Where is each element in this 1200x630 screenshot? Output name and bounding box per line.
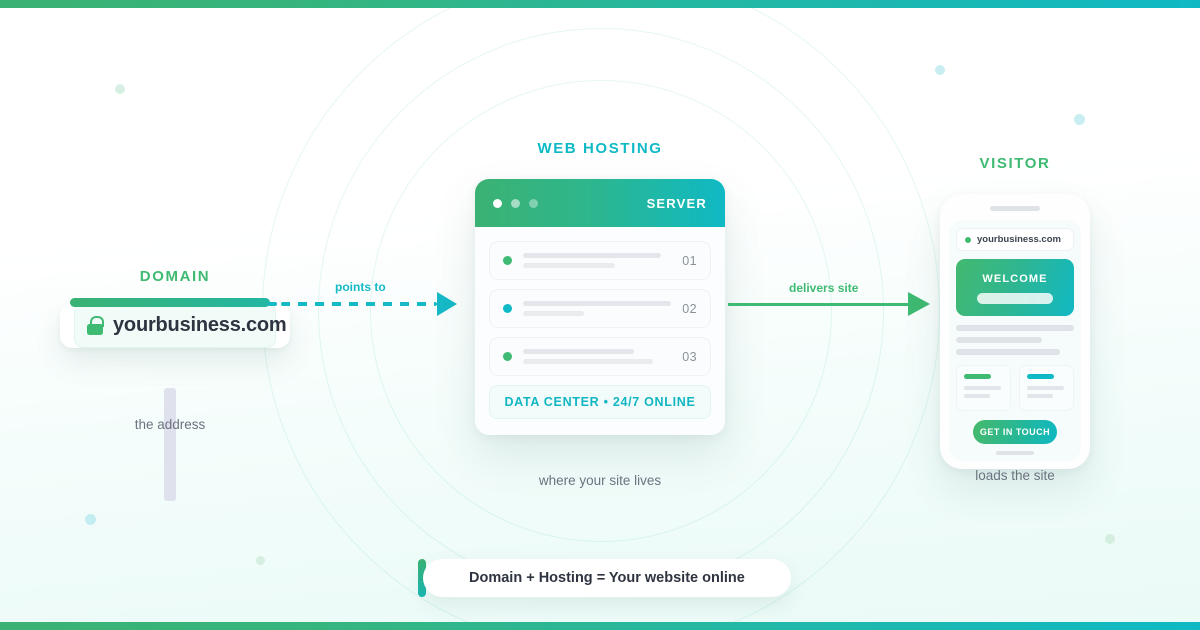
row-number: 02	[682, 301, 697, 316]
hosting-caption: where your site lives	[538, 473, 662, 488]
points-to-arrowhead	[437, 292, 457, 316]
feature-card[interactable]	[1019, 365, 1074, 411]
banner-accent-bar	[418, 559, 426, 597]
phone-screen: yourbusiness.com WELCOME	[949, 220, 1081, 461]
row-number: 03	[682, 349, 697, 364]
visitor-kicker: VISITOR	[979, 155, 1051, 172]
feature-card-row	[956, 365, 1074, 411]
signpost-pole	[164, 388, 176, 501]
server-window-title: SERVER	[646, 195, 707, 211]
phone-speaker-icon	[990, 206, 1040, 211]
points-to-label: points to	[335, 280, 386, 294]
domain-sign-card: yourbusiness.com	[60, 298, 290, 348]
row-placeholder-bars	[523, 253, 671, 268]
hero-placeholder-pill	[976, 293, 1054, 304]
domain-address-field[interactable]: yourbusiness.com	[74, 303, 287, 348]
hosting-kicker: WEB HOSTING	[537, 140, 663, 157]
server-window-titlebar: SERVER	[475, 179, 725, 227]
domain-group: DOMAIN yourbusiness.com	[60, 268, 290, 366]
decor-dot-1	[115, 84, 125, 94]
lock-icon	[87, 316, 104, 335]
status-dot-icon	[503, 352, 512, 361]
text-placeholder-line	[956, 325, 1074, 331]
domain-sign-top-accent	[70, 298, 270, 307]
phone-home-indicator	[996, 451, 1034, 455]
summary-banner: Domain + Hosting = Your website online	[418, 559, 791, 597]
text-placeholder-line	[956, 349, 1060, 355]
points-to-line-cap	[268, 302, 277, 306]
light-dot-3-icon	[529, 198, 538, 208]
row-placeholder-bars	[523, 301, 672, 316]
decor-dot-3	[1074, 114, 1085, 125]
traffic-lights	[493, 198, 538, 208]
table-row[interactable]: 01	[489, 241, 711, 280]
text-placeholder-line	[956, 337, 1043, 343]
domain-kicker: DOMAIN	[139, 268, 211, 285]
domain-name-text: yourbusiness.com	[113, 314, 287, 336]
table-row[interactable]: 03	[489, 337, 711, 376]
delivers-site-arrowhead	[908, 292, 930, 316]
phone-mockup: yourbusiness.com WELCOME	[940, 194, 1090, 469]
decor-dot-2	[935, 65, 945, 75]
points-to-dotted-line	[281, 302, 437, 306]
table-row[interactable]: 02	[489, 289, 711, 328]
browser-url-bar[interactable]: yourbusiness.com	[956, 228, 1074, 251]
light-dot-1-icon	[493, 198, 502, 208]
delivers-site-label: delivers site	[789, 281, 859, 295]
row-number: 01	[682, 253, 697, 268]
feature-card[interactable]	[956, 365, 1011, 411]
status-dot-icon	[503, 304, 512, 313]
delivers-site-line	[728, 303, 912, 306]
banner-body: Domain + Hosting = Your website online	[423, 559, 791, 597]
site-hero-banner: WELCOME	[956, 259, 1074, 316]
status-dot-icon	[503, 256, 512, 265]
status-badge: DATA CENTER • 24/7 ONLINE	[489, 385, 711, 419]
server-window-card: SERVER 01 02	[475, 179, 725, 435]
server-row-list: 01 02 03	[475, 227, 725, 435]
decor-dot-5	[256, 556, 265, 565]
row-placeholder-bars	[523, 349, 671, 364]
visitor-group: VISITOR yourbusiness.com WELCOME	[940, 155, 1090, 469]
secure-dot-icon	[965, 236, 971, 243]
get-in-touch-button[interactable]: GET IN TOUCH	[973, 420, 1057, 444]
hero-title: WELCOME	[982, 273, 1048, 285]
light-dot-2-icon	[511, 198, 520, 208]
domain-caption: the address	[134, 417, 206, 432]
decor-dot-4	[85, 514, 96, 525]
decor-dot-6	[1105, 534, 1115, 544]
banner-text: Domain + Hosting = Your website online	[469, 570, 745, 586]
visitor-caption: loads the site	[975, 468, 1055, 483]
hosting-group: WEB HOSTING SERVER 01	[475, 140, 725, 435]
browser-url-text: yourbusiness.com	[977, 234, 1061, 245]
